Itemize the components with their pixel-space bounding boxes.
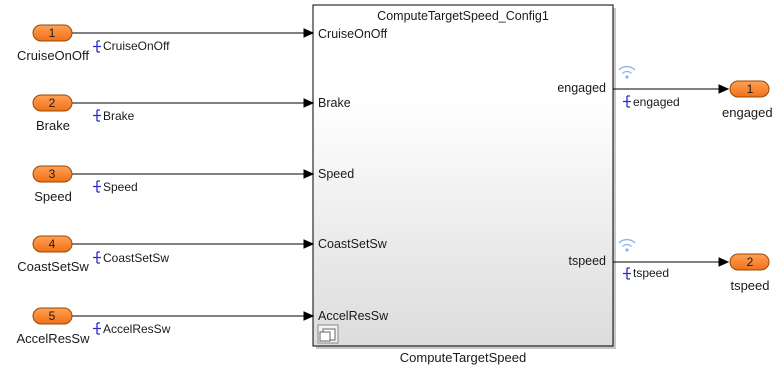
inport-5-shape[interactable] — [32, 307, 73, 325]
outport-1-shape[interactable] — [729, 80, 770, 98]
block-out-label-engaged: engaged — [557, 81, 606, 95]
signal-label-tspeed[interactable]: tspeed — [623, 266, 669, 280]
block-in-label-coastsetsw: CoastSetSw — [318, 237, 388, 251]
arrowhead-accelressw — [303, 311, 315, 321]
signal-label-accelressw[interactable]: AccelResSw — [93, 322, 171, 336]
inport-2-shape[interactable] — [32, 94, 73, 112]
arrowhead-engaged — [718, 84, 730, 94]
inport-2-number: 2 — [49, 96, 56, 110]
inport-3-number: 3 — [49, 167, 56, 181]
inport-1[interactable]: 1 CruiseOnOff — [17, 24, 89, 63]
block-in-label-speed: Speed — [318, 167, 354, 181]
arrowhead-tspeed — [718, 257, 730, 267]
subsystem-reference-icon[interactable] — [317, 324, 339, 344]
inport-1-name: CruiseOnOff — [17, 48, 89, 63]
signal-object-icon — [93, 251, 101, 264]
signal-label-text: engaged — [633, 95, 680, 109]
signal-label-text: CruiseOnOff — [103, 39, 170, 53]
inport-4-shape[interactable] — [32, 235, 73, 253]
outport-1[interactable]: 1 engaged — [722, 80, 773, 120]
outport-2-shape[interactable] — [729, 253, 770, 271]
inport-3-name: Speed — [34, 189, 72, 204]
signal-label-brake[interactable]: Brake — [93, 109, 135, 123]
compute-target-speed-subsystem[interactable]: ComputeTargetSpeed_Config1 CruiseOnOff B… — [312, 4, 616, 365]
signal-label-speed[interactable]: Speed — [93, 180, 138, 194]
signal-label-cruiseonoff[interactable]: CruiseOnOff — [93, 39, 170, 53]
arrowhead-brake — [303, 98, 315, 108]
inport-1-number: 1 — [49, 26, 56, 40]
block-out-label-tspeed: tspeed — [568, 254, 606, 268]
block-in-label-cruiseonoff: CruiseOnOff — [318, 27, 388, 41]
arrowhead-speed — [303, 169, 315, 179]
wireless-logging-icon[interactable] — [618, 238, 636, 252]
input-signal-lines — [72, 28, 315, 321]
outport-2-name: tspeed — [730, 278, 769, 293]
inport-4-number: 4 — [49, 237, 56, 251]
output-signal-lines — [613, 84, 730, 267]
inport-3[interactable]: 3 Speed — [32, 165, 73, 204]
inport-5-number: 5 — [49, 309, 56, 323]
block-in-label-brake: Brake — [318, 96, 351, 110]
signal-label-text: AccelResSw — [103, 322, 171, 336]
subsystem-body[interactable] — [312, 4, 614, 347]
outport-1-name: engaged — [722, 105, 773, 120]
inport-2[interactable]: 2 Brake — [32, 94, 73, 133]
signal-object-icon — [93, 180, 101, 193]
signal-object-icon — [623, 267, 631, 280]
arrowhead-cruiseonoff — [303, 28, 315, 38]
signal-object-icon — [93, 322, 101, 335]
inport-5-name: AccelResSw — [17, 331, 91, 346]
subsystem-caption: ComputeTargetSpeed — [400, 350, 526, 365]
outport-2[interactable]: 2 tspeed — [729, 253, 770, 293]
arrowhead-coastsetsw — [303, 239, 315, 249]
outport-2-number: 2 — [747, 255, 754, 269]
signal-label-text: Speed — [103, 180, 138, 194]
signal-object-icon — [93, 40, 101, 53]
signal-label-text: tspeed — [633, 266, 669, 280]
signal-label-engaged[interactable]: engaged — [623, 95, 680, 109]
inport-4-name: CoastSetSw — [17, 259, 89, 274]
inport-1-shape[interactable] — [32, 24, 73, 42]
signal-label-coastsetsw[interactable]: CoastSetSw — [93, 251, 169, 265]
signal-label-text: Brake — [103, 109, 135, 123]
wireless-logging-icon[interactable] — [618, 65, 636, 79]
inport-4[interactable]: 4 CoastSetSw — [17, 235, 89, 274]
subsystem-header-title: ComputeTargetSpeed_Config1 — [377, 9, 549, 23]
inport-3-shape[interactable] — [32, 165, 73, 183]
signal-object-icon — [623, 95, 631, 108]
inport-2-name: Brake — [36, 118, 70, 133]
signal-object-icon — [93, 109, 101, 122]
inport-5[interactable]: 5 AccelResSw — [17, 307, 91, 346]
signal-label-text: CoastSetSw — [103, 251, 169, 265]
block-in-label-accelressw: AccelResSw — [318, 309, 389, 323]
outport-1-number: 1 — [747, 82, 754, 96]
